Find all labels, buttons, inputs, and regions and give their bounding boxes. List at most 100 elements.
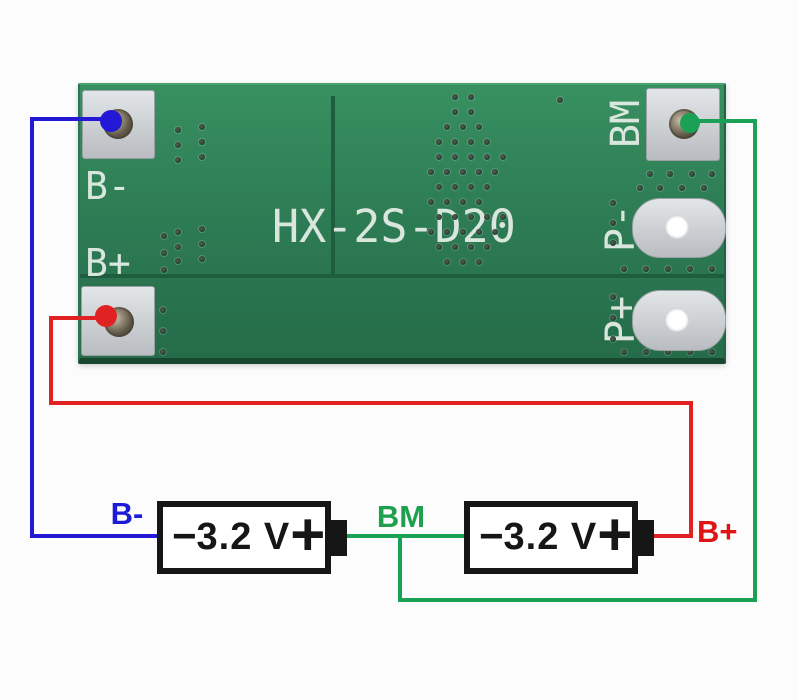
via-hole [199, 154, 205, 160]
wire-red-horizontal [49, 401, 693, 405]
via-hole [436, 214, 442, 220]
pad-p-minus [632, 198, 726, 258]
battery1-negative-sign: − [172, 511, 197, 559]
via-hole [476, 169, 482, 175]
via-hole [657, 185, 663, 191]
via-hole [468, 244, 474, 250]
via-hole [621, 349, 627, 355]
wire-red-vertical-left [49, 316, 53, 405]
via-hole [476, 124, 482, 130]
via-hole [199, 124, 205, 130]
via-hole [492, 169, 498, 175]
via-hole [199, 256, 205, 262]
silkscreen-b-minus: B- [85, 164, 131, 208]
via-hole [460, 229, 466, 235]
via-hole [452, 214, 458, 220]
via-hole [484, 244, 490, 250]
battery-cell-1: − 3.2 V + [157, 501, 331, 574]
via-hole [484, 154, 490, 160]
via-hole [428, 229, 434, 235]
via-hole [460, 259, 466, 265]
wire-blue-vertical [30, 117, 34, 538]
battery2-voltage: 3.2 V [503, 516, 598, 558]
via-hole [161, 250, 167, 256]
via-hole [428, 169, 434, 175]
via-hole [557, 97, 563, 103]
via-hole [687, 349, 693, 355]
via-hole [643, 349, 649, 355]
via-hole [689, 171, 695, 177]
via-hole [444, 199, 450, 205]
via-hole [175, 142, 181, 148]
via-hole [444, 229, 450, 235]
via-hole [709, 171, 715, 177]
wire-green-drop [398, 534, 402, 602]
via-hole [610, 294, 616, 300]
silkscreen-model-text: HX-2S-D20 [272, 200, 516, 253]
via-hole [468, 184, 474, 190]
wire-green-vertical-right [753, 119, 757, 602]
via-hole [468, 214, 474, 220]
via-hole [175, 157, 181, 163]
via-hole [610, 315, 616, 321]
via-hole [709, 349, 715, 355]
via-hole [199, 226, 205, 232]
via-hole [160, 328, 166, 334]
solder-dot-red [95, 305, 117, 327]
via-hole [484, 214, 490, 220]
via-hole [476, 199, 482, 205]
via-hole [500, 154, 506, 160]
via-hole [665, 349, 671, 355]
via-hole [452, 244, 458, 250]
via-hole [460, 199, 466, 205]
wire-red-vertical-right [689, 401, 693, 538]
via-hole [468, 109, 474, 115]
pcb-board [78, 83, 726, 364]
via-hole [709, 266, 715, 272]
pcb-trace-vertical [331, 96, 335, 276]
hole-p-minus [665, 215, 689, 239]
via-hole [452, 94, 458, 100]
via-hole [436, 244, 442, 250]
via-hole [484, 139, 490, 145]
via-hole [667, 171, 673, 177]
via-hole [444, 124, 450, 130]
via-hole [468, 139, 474, 145]
via-hole [436, 139, 442, 145]
via-hole [160, 307, 166, 313]
via-hole [500, 214, 506, 220]
solder-dot-blue [100, 110, 122, 132]
via-hole [452, 139, 458, 145]
label-bm: BM [376, 499, 426, 534]
via-hole [484, 184, 490, 190]
via-hole [610, 220, 616, 226]
via-hole [476, 229, 482, 235]
via-hole [643, 266, 649, 272]
battery2-positive-terminal [636, 520, 654, 556]
via-hole [444, 259, 450, 265]
via-hole [428, 199, 434, 205]
via-hole [444, 169, 450, 175]
via-hole [492, 229, 498, 235]
via-hole [452, 109, 458, 115]
battery1-positive-sign: + [290, 500, 326, 568]
via-hole [175, 229, 181, 235]
via-hole [468, 94, 474, 100]
solder-dot-green [680, 113, 700, 133]
via-hole [452, 154, 458, 160]
via-hole [610, 200, 616, 206]
via-hole [175, 258, 181, 264]
via-hole [175, 127, 181, 133]
battery2-positive-sign: + [597, 500, 633, 568]
via-hole [665, 266, 671, 272]
pcb-trace-horizontal [80, 274, 724, 278]
via-hole [468, 154, 474, 160]
via-hole [637, 185, 643, 191]
via-hole [161, 267, 167, 273]
via-hole [621, 266, 627, 272]
wire-blue-top [30, 117, 114, 121]
via-hole [679, 185, 685, 191]
wire-green-bottom [398, 598, 757, 602]
wire-red-pad [49, 316, 107, 320]
